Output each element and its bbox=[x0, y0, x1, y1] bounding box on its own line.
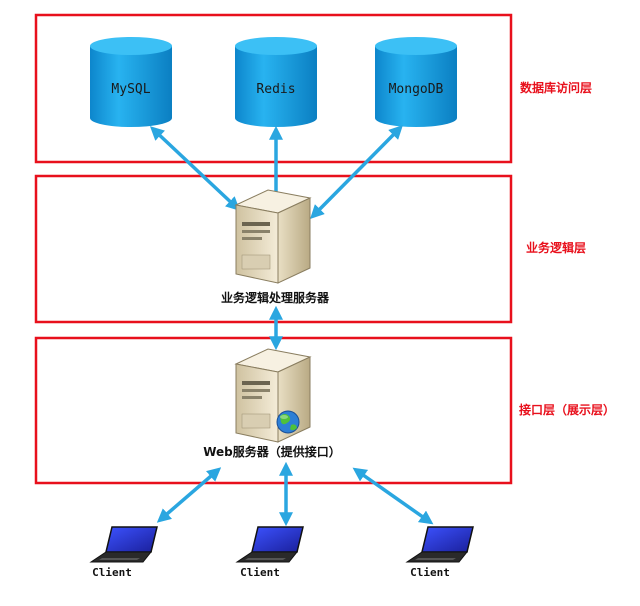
mongodb-database-icon: MongoDB bbox=[375, 37, 457, 127]
mysql-label: MySQL bbox=[111, 82, 150, 97]
mysql-database-icon: MySQL bbox=[90, 37, 172, 127]
client-label: Client bbox=[92, 566, 132, 579]
business-layer-label: 业务逻辑层 bbox=[526, 240, 586, 255]
mongodb-label: MongoDB bbox=[389, 82, 444, 97]
web-client3-arrow bbox=[352, 467, 434, 525]
globe-icon bbox=[276, 410, 300, 434]
client-laptop-icon bbox=[235, 526, 304, 563]
web-client1-arrow bbox=[156, 467, 222, 523]
web-server-icon bbox=[234, 348, 312, 443]
interface-layer-label: 接口层（展示层） bbox=[519, 402, 615, 417]
web-server-label: Web服务器（提供接口） bbox=[203, 444, 341, 459]
logic-server-icon bbox=[234, 189, 312, 284]
mysql-logic-arrow bbox=[149, 126, 241, 211]
logic-server-label: 业务逻辑处理服务器 bbox=[221, 290, 330, 305]
mongodb-logic-arrow bbox=[310, 125, 403, 219]
redis-database-icon: Redis bbox=[235, 37, 317, 127]
client-label: Client bbox=[410, 566, 450, 579]
client-laptop-icon bbox=[89, 526, 158, 563]
redis-label: Redis bbox=[256, 82, 295, 97]
database-layer-label: 数据库访问层 bbox=[520, 80, 592, 95]
client-label: Client bbox=[240, 566, 280, 579]
client-laptop-icon bbox=[405, 526, 474, 563]
